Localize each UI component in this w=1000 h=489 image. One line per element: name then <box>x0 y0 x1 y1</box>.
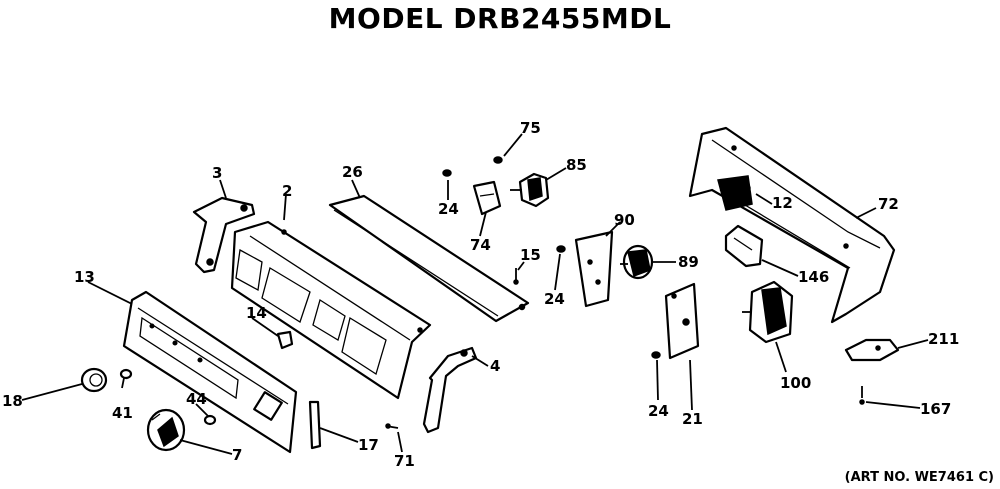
part-26-top-strip <box>328 194 530 323</box>
callout-72: 72 <box>878 195 899 213</box>
part-41-small-knob <box>119 368 133 389</box>
part-100-timer <box>742 280 794 344</box>
callout-4: 4 <box>490 357 500 375</box>
callout-24-b: 24 <box>544 290 565 308</box>
part-211-fixture <box>844 338 900 362</box>
callout-89: 89 <box>678 253 699 271</box>
part-7-dial <box>146 408 186 452</box>
callout-2: 2 <box>282 182 292 200</box>
part-4-end-bracket <box>422 346 478 434</box>
part-167-screw <box>859 386 865 405</box>
part-21-plate <box>664 282 700 360</box>
part-12-screw <box>745 185 751 191</box>
callout-24-a: 24 <box>438 200 459 218</box>
part-24-screw-b <box>556 245 566 253</box>
part-146-bracket <box>724 224 764 268</box>
part-3-end-bracket <box>192 196 256 274</box>
callout-14: 14 <box>246 304 267 322</box>
callout-24-c: 24 <box>648 402 669 420</box>
part-72-backsplash <box>688 126 896 324</box>
callout-13: 13 <box>74 268 95 286</box>
part-71-screw <box>385 423 399 429</box>
part-74-bracket <box>472 180 502 216</box>
part-85-switch <box>510 172 550 208</box>
callout-90: 90 <box>614 211 635 229</box>
model-title: MODEL DRB2455MDL <box>328 2 672 35</box>
callout-44: 44 <box>186 390 207 408</box>
part-24-screw-c <box>651 351 661 359</box>
callout-21: 21 <box>682 410 703 428</box>
callout-146: 146 <box>798 268 829 286</box>
callout-12: 12 <box>772 194 793 212</box>
part-90-mounting-plate <box>574 230 614 308</box>
callout-41: 41 <box>112 404 133 422</box>
callout-85: 85 <box>566 156 587 174</box>
part-13-front-panel <box>122 290 298 454</box>
callout-15: 15 <box>520 246 541 264</box>
callout-17: 17 <box>358 436 379 454</box>
part-15-pin <box>513 268 519 285</box>
callout-3: 3 <box>212 164 222 182</box>
callout-167: 167 <box>920 400 951 418</box>
part-17-rod <box>308 400 322 450</box>
part-14-clip <box>276 330 294 350</box>
leader-lines <box>21 133 929 455</box>
part-44-small-knob <box>203 414 217 426</box>
callout-75: 75 <box>520 119 541 137</box>
part-18-knob <box>80 367 108 393</box>
part-2-panel-frame <box>230 220 432 400</box>
callout-7: 7 <box>232 446 242 464</box>
part-75-screw <box>493 156 503 164</box>
callout-211: 211 <box>928 330 959 348</box>
part-89-infinite-switch <box>620 244 654 280</box>
callout-18: 18 <box>2 392 23 410</box>
callout-100: 100 <box>780 374 811 392</box>
callout-74: 74 <box>470 236 491 254</box>
part-24-screw-a <box>442 169 452 177</box>
art-number: (ART NO. WE7461 C) <box>844 470 994 485</box>
callout-26: 26 <box>342 163 363 181</box>
callout-71: 71 <box>394 452 415 470</box>
